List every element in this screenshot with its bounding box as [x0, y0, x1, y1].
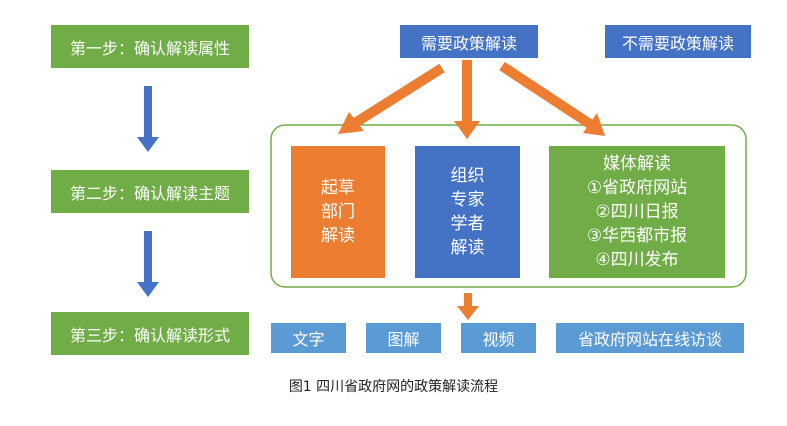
need-interpretation-box: 需要政策解读 — [400, 25, 538, 58]
step-1-box: 第一步：确认解读属性 — [51, 25, 249, 68]
step-arrow-1 — [137, 86, 159, 152]
format-graphic-box: 图解 — [366, 323, 441, 353]
media-box: 媒体解读 ①省政府网站 ②四川日报 ③华西都市报 ④四川发布 — [549, 146, 725, 278]
format-text-box: 文字 — [271, 323, 346, 353]
media-item-4: ④四川发布 — [595, 250, 679, 270]
step-arrow-2 — [137, 231, 159, 297]
orange-arrow-left — [338, 63, 445, 134]
orange-arrow-center — [454, 60, 480, 139]
media-item-1: ①省政府网站 — [586, 178, 688, 198]
step-2-box: 第二步：确认解读主题 — [51, 170, 249, 213]
figure-caption: 图1 四川省政府网的政策解读流程 — [288, 379, 499, 395]
orange-arrow-right — [499, 61, 605, 136]
step-3-box: 第三步：确认解读形式 — [51, 312, 249, 355]
media-item-3: ③华西都市报 — [586, 226, 688, 246]
draft-line-1: 起草 — [321, 178, 355, 198]
drafting-dept-box: 起草 部门 解读 — [291, 146, 385, 278]
media-title: 媒体解读 — [603, 154, 671, 174]
no-need-interpretation-box: 不需要政策解读 — [605, 25, 751, 58]
format-video-box: 视频 — [461, 323, 536, 353]
experts-line-3: 学者 — [450, 214, 485, 234]
orange-arrow-down — [457, 293, 479, 320]
media-item-2: ②四川日报 — [595, 202, 679, 222]
experts-line-1: 组织 — [450, 166, 485, 186]
draft-line-3: 解读 — [321, 226, 355, 246]
experts-box: 组织 专家 学者 解读 — [415, 146, 520, 278]
draft-line-2: 部门 — [321, 202, 355, 222]
format-online-interview-box: 省政府网站在线访谈 — [556, 323, 744, 353]
solution-frame — [270, 124, 747, 288]
experts-line-4: 解读 — [450, 238, 485, 258]
experts-line-2: 专家 — [450, 190, 485, 210]
